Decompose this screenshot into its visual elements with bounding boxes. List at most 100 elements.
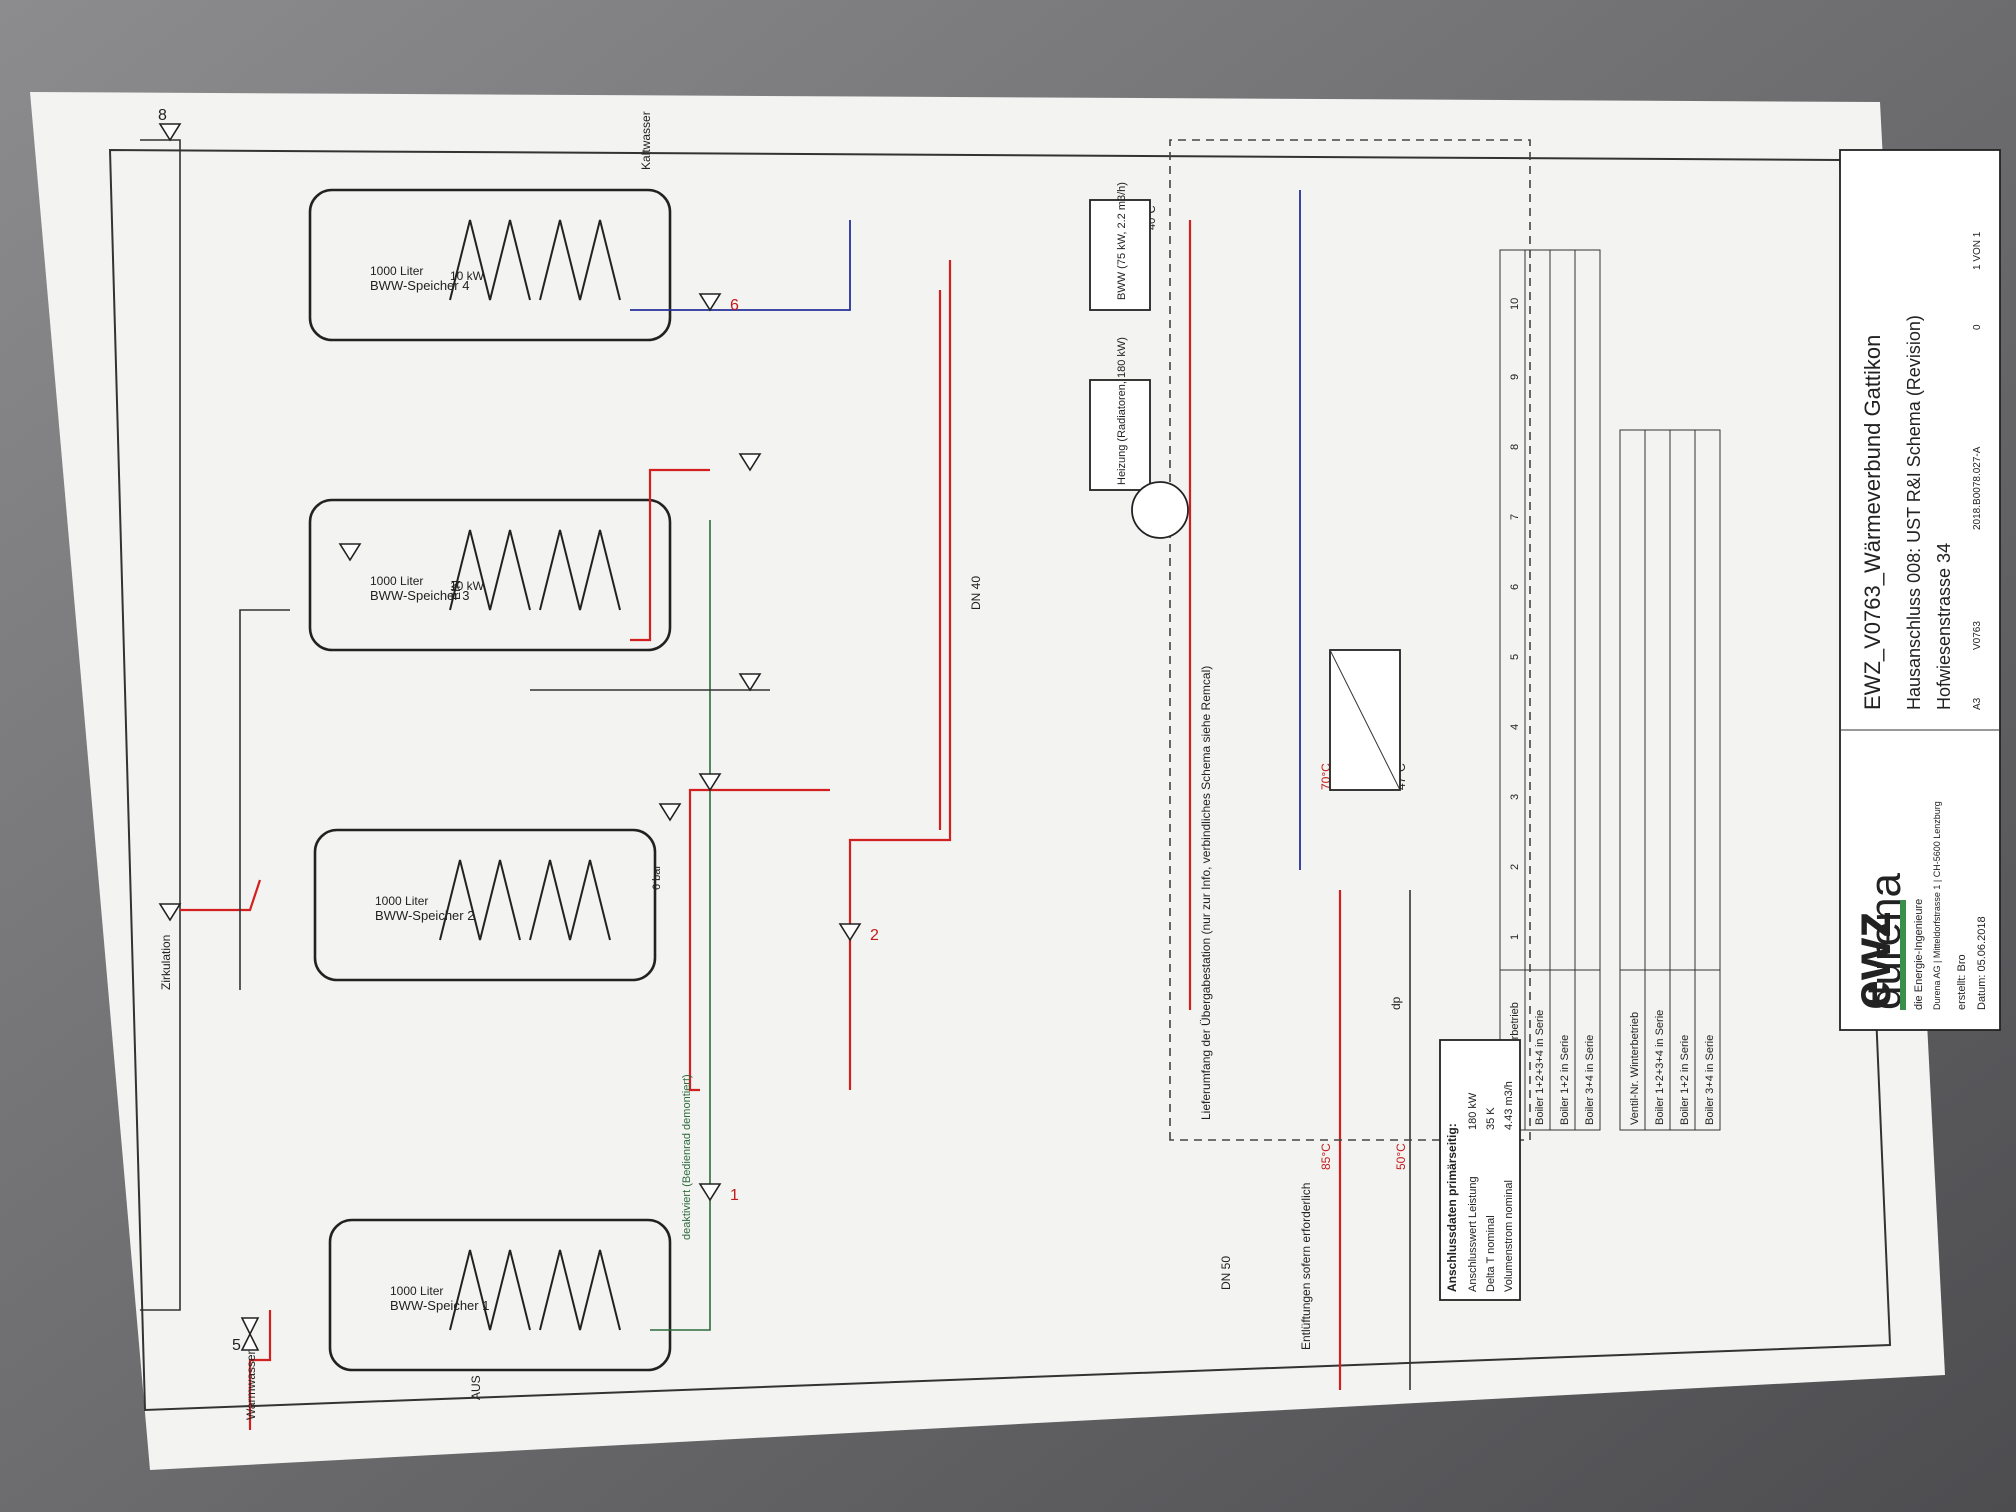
table-col-3: 3	[1509, 794, 1521, 800]
table-col-7: 7	[1509, 514, 1521, 520]
label-lieferumfang: Lieferumfang der Übergabestation (nur zu…	[1199, 666, 1213, 1120]
pipe-blue	[630, 220, 851, 311]
table-col-5: 5	[1509, 654, 1521, 660]
created-by: erstellt: Bro	[1956, 954, 1968, 1010]
title-subtitle: Hausanschluss 008: UST R&I Schema (Revis…	[1904, 315, 1924, 710]
table2-row-1: Boiler 1+2+3+4 in Serie	[1654, 1010, 1666, 1125]
valve-8[interactable]	[158, 123, 182, 142]
tank-2: BWW-Speicher 2 1000 Liter	[313, 828, 657, 982]
meter-circle	[1131, 481, 1189, 539]
pipe-supply-red	[180, 879, 262, 912]
title-block: EWZ_V0763_Wärmeverbund Gattikon Hausansc…	[1839, 149, 2001, 1031]
company-address: Durena AG | Mitteldorfstrasse 1 | CH-560…	[1932, 801, 1942, 1010]
tank-1: BWW-Speicher 1 1000 Liter	[328, 1218, 672, 1372]
valve-number-1: 1	[730, 1187, 739, 1204]
connection-data-box: Anschlussdaten primärseitig: Anschlusswe…	[1439, 1039, 1521, 1301]
schematic: BWW-Speicher 1 1000 Liter BWW-Speicher 2…	[140, 107, 1531, 1430]
bww-box	[1089, 199, 1151, 311]
connection-row-3-key: Volumenstrom nominal	[1503, 1180, 1515, 1292]
valve-number-6: 6	[730, 297, 739, 314]
valve-7[interactable]	[338, 543, 362, 562]
heat-exchanger-diagonal	[1329, 649, 1401, 791]
connection-row-1-value: 180 kW	[1467, 1092, 1479, 1130]
table2-row-3: Boiler 3+4 in Serie	[1704, 1035, 1716, 1125]
table-col-10: 10	[1509, 298, 1521, 310]
pipe-red-long	[848, 260, 952, 1090]
paper-sheet	[30, 92, 1945, 1470]
date: Datum: 05.06.2018	[1976, 916, 1988, 1010]
valve-5-a[interactable]	[240, 1332, 260, 1351]
table-group2-title: Ventil-Nr. Winterbetrieb	[1629, 1012, 1641, 1125]
label-kaltwasser: Kaltwasser	[639, 111, 653, 170]
heizung-box	[1089, 379, 1151, 491]
label-50c: 50°C	[1394, 1143, 1408, 1170]
valve-4[interactable]	[738, 673, 762, 692]
drawing-frame	[108, 148, 1892, 1412]
company-tagline: die Energie-Ingenieure	[1913, 899, 1925, 1010]
tank-1-name: BWW-Speicher 1	[390, 1298, 489, 1313]
heizung-box-label: Heizung (Radiatoren, 180 kW)	[1116, 337, 1128, 485]
valve-table: Ventil-Nr. Sommerbetrieb Boiler 1+2+3+4 …	[1499, 249, 1721, 1131]
connection-row-3-value: 4.43 m3/h	[1503, 1081, 1515, 1130]
label-ein: EIN	[449, 580, 463, 600]
tank-4: BWW-Speicher 4 1000 Liter 10 kW	[308, 188, 672, 342]
label-dn50: DN 50	[1219, 1256, 1233, 1290]
pipe-circulation	[140, 139, 181, 1311]
table-col-6: 6	[1509, 584, 1521, 590]
pipe-warmwater-out	[248, 1310, 272, 1430]
format: A3	[1972, 697, 1983, 710]
valve-1[interactable]	[698, 1183, 722, 1202]
tank-4-name: BWW-Speicher 4	[370, 278, 469, 293]
label-dn40: DN 40	[969, 576, 983, 610]
tank-3-power: 10 kW	[450, 579, 485, 593]
table-col-2: 2	[1509, 864, 1521, 870]
valve-number-2: 2	[870, 927, 879, 944]
title-main: EWZ_V0763_Wärmeverbund Gattikon	[1860, 335, 1885, 710]
label-dp: dp	[1389, 996, 1403, 1010]
table-row-3: Boiler 3+4 in Serie	[1584, 1035, 1596, 1125]
ewz-logo: ewz	[1842, 900, 1906, 1010]
sheet: 1 VON 1	[1972, 231, 1983, 270]
valve-5-b[interactable]	[240, 1317, 260, 1336]
table-col-1: 1	[1509, 934, 1521, 940]
label-deaktiviert: deaktiviert (Bedienrad demontiert)	[681, 1074, 693, 1240]
connection-row-2-value: 35 K	[1485, 1107, 1497, 1130]
ewz-logo-text: ewz	[1842, 911, 1902, 1010]
title-address: Hofwiesenstrasse 34	[1934, 543, 1954, 710]
project: V0763	[1972, 621, 1983, 650]
table2-row-2: Boiler 1+2 in Serie	[1679, 1035, 1691, 1125]
valves	[158, 123, 862, 1351]
label-warmwasser: Warmwasser	[244, 1350, 258, 1420]
table-col-8: 8	[1509, 444, 1521, 450]
label-zirkulation: Zirkulation	[159, 935, 173, 990]
label-6bar: 6 bar	[651, 865, 663, 890]
supply-scope-box	[1169, 139, 1531, 1141]
tank-1-volume: 1000 Liter	[390, 1284, 443, 1298]
table-col-4: 4	[1509, 724, 1521, 730]
valve-3[interactable]	[658, 803, 682, 822]
valve-10[interactable]	[698, 773, 722, 792]
valve-5[interactable]	[738, 453, 762, 472]
tank-4-volume: 1000 Liter	[370, 264, 423, 278]
tank-3-name: BWW-Speicher 3	[370, 588, 469, 603]
table-col-9: 9	[1509, 374, 1521, 380]
connection-row-1-key: Anschlusswert Leistung	[1467, 1176, 1479, 1292]
valve-number-5: 5	[232, 1337, 241, 1354]
tank-4-power: 10 kW	[450, 269, 485, 283]
tank-2-name: BWW-Speicher 2	[375, 908, 474, 923]
pipe-red-right	[630, 468, 710, 642]
rev: 0	[1972, 324, 1983, 330]
plan-nr: 2018.B0078.027-A	[1972, 446, 1983, 530]
valve-2[interactable]	[838, 923, 862, 942]
bww-box-label: BWW (75 kW, 2.2 m3/h)	[1116, 182, 1128, 300]
valve-6[interactable]	[698, 293, 722, 312]
valve-number-8: 8	[158, 107, 167, 124]
tank-2-volume: 1000 Liter	[375, 894, 428, 908]
label-entlueftung: Entlüftungen sofern erforderlich	[1299, 1183, 1313, 1350]
pipe-red-mid	[688, 788, 830, 1092]
valve-9[interactable]	[158, 903, 182, 922]
table-row-2: Boiler 1+2 in Serie	[1559, 1035, 1571, 1125]
label-85c: 85°C	[1319, 1143, 1333, 1170]
tank-3: BWW-Speicher 3 1000 Liter 10 kW	[308, 498, 672, 652]
